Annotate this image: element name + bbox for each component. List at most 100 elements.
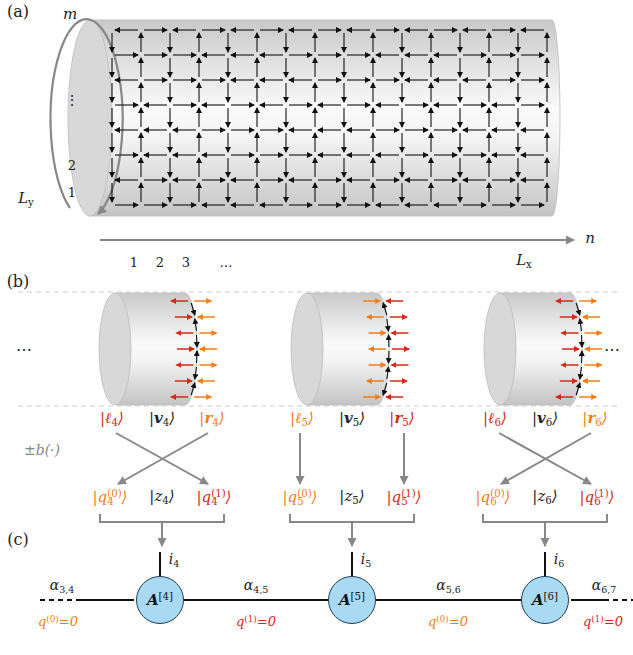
- ellipsis: …: [16, 338, 32, 354]
- rim-arrow: [387, 319, 389, 331]
- lattice-arrow: [144, 29, 167, 30]
- lattice-arrow: [314, 158, 315, 177]
- lattice-arrow: [285, 33, 286, 52]
- rim-arrow: [576, 383, 580, 395]
- right-link: [200, 348, 217, 350]
- lattice-arrow: [517, 58, 518, 77]
- lattice-arrow: [517, 158, 518, 177]
- ket: |q6(0)⟩: [476, 489, 511, 508]
- lattice-arrow: [434, 29, 457, 30]
- lattice-arrow: [115, 29, 138, 30]
- lattice-arrow: [517, 108, 518, 127]
- lattice-arrow: [401, 33, 402, 52]
- lattice-arrow: [488, 83, 489, 102]
- lattice-arrow: [459, 183, 460, 202]
- lattice-arrow: [314, 58, 315, 77]
- right-link: [579, 396, 596, 398]
- charge-label: q(0)=0: [38, 615, 78, 628]
- ket: |v4⟩: [149, 411, 175, 428]
- lattice-arrow: [347, 179, 370, 180]
- lattice-arrow: [521, 79, 544, 80]
- rim-arrow: [387, 367, 389, 379]
- physical-index: i4: [169, 552, 180, 569]
- lattice-arrow: [314, 83, 315, 102]
- lattice-arrow: [405, 29, 428, 30]
- left-link: [171, 396, 188, 398]
- cylinder-face: [484, 293, 516, 405]
- right-link: [391, 332, 408, 334]
- rim-arrow: [195, 319, 197, 331]
- lattice-arrow: [202, 154, 225, 155]
- lattice-arrow: [492, 154, 515, 155]
- lattice-arrow: [521, 204, 544, 205]
- column-index: 1: [130, 256, 138, 269]
- lattice-arrow: [459, 33, 460, 52]
- lattice-arrow: [318, 154, 341, 155]
- lattice-arrow: [343, 108, 344, 127]
- lattice-arrow: [343, 83, 344, 102]
- column-index: 2: [156, 256, 164, 269]
- right-link: [579, 300, 596, 302]
- ket: |v6⟩: [532, 411, 558, 428]
- lattice-arrow: [492, 79, 515, 80]
- lattice-arrow: [289, 204, 312, 205]
- lattice-arrow: [260, 129, 283, 130]
- lattice-arrow: [434, 79, 457, 80]
- rim-arrow: [383, 303, 387, 315]
- lattice-arrow: [115, 104, 138, 105]
- lattice-arrow: [198, 183, 199, 202]
- lattice-arrow: [521, 179, 544, 180]
- lattice-arrow: [405, 129, 428, 130]
- lattice-arrow: [318, 179, 341, 180]
- lattice-arrow: [173, 79, 196, 80]
- lattice-arrow: [546, 183, 547, 202]
- left-link: [363, 300, 380, 302]
- lattice-arrow: [173, 104, 196, 105]
- lattice-arrow: [521, 29, 544, 30]
- lattice-arrow: [285, 183, 286, 202]
- lattice-arrow: [256, 83, 257, 102]
- bond-label: α4,5: [244, 578, 269, 595]
- ket: |z5⟩: [339, 489, 364, 506]
- lattice-arrow: [144, 204, 167, 205]
- lattice-arrow: [285, 58, 286, 77]
- ellipsis: …: [604, 338, 620, 354]
- cylinder-face: [99, 293, 131, 405]
- ket: |ℓ6⟩: [483, 411, 507, 428]
- rim-arrow: [191, 383, 195, 395]
- lattice-arrow: [405, 79, 428, 80]
- lattice-arrow: [430, 183, 431, 202]
- dashed-guide: [18, 291, 620, 292]
- lattice-arrow: [227, 158, 228, 177]
- right-link: [583, 380, 600, 382]
- rim-arrow: [581, 351, 583, 363]
- left-link: [560, 316, 577, 318]
- lattice-arrow: [376, 104, 399, 105]
- lattice-arrow: [231, 179, 254, 180]
- lattice-arrow: [314, 183, 315, 202]
- row-index: 1: [68, 186, 76, 199]
- lattice-arrow: [115, 79, 138, 80]
- lattice-arrow: [231, 204, 254, 205]
- left-link: [171, 300, 188, 302]
- lattice-arrow: [405, 179, 428, 180]
- lattice-arrow: [260, 104, 283, 105]
- lattice-arrow: [227, 183, 228, 202]
- right-link: [199, 332, 216, 334]
- left-link: [368, 332, 385, 334]
- lattice-arrow: [401, 108, 402, 127]
- lattice-arrow: [401, 58, 402, 77]
- lattice-arrow: [260, 54, 283, 55]
- lattice-arrow: [227, 83, 228, 102]
- lattice-arrow: [111, 108, 112, 127]
- lattice-arrow: [372, 83, 373, 102]
- lattice-arrow: [144, 104, 167, 105]
- lattice-arrow: [144, 179, 167, 180]
- tensor-circle: A[6]: [521, 576, 569, 624]
- circumference-arrow: [51, 19, 123, 214]
- ket: |q6(1)⟩: [580, 489, 615, 508]
- lattice-arrow: [285, 108, 286, 127]
- physical-index: i5: [361, 552, 372, 569]
- left-link: [556, 300, 573, 302]
